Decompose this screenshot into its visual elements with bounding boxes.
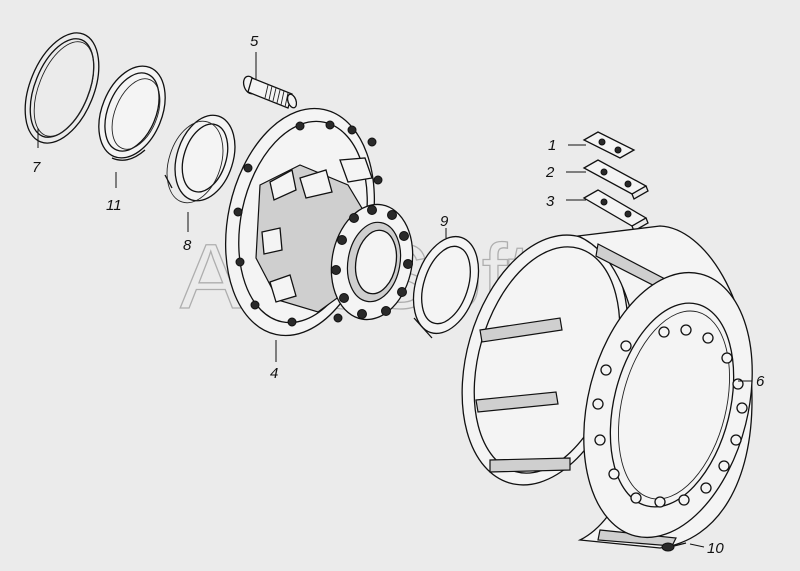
part-4-hub: [224, 107, 414, 337]
callout-7: 7: [32, 159, 41, 176]
part-1-lock-plate: [582, 131, 636, 159]
callout-3: 3: [546, 193, 555, 210]
callout-1: 1: [548, 137, 556, 154]
callout-10: 10: [707, 540, 724, 557]
part-11-oil-seal: [98, 65, 166, 161]
part-2-lock-plate: [582, 159, 649, 200]
part-6-brake-drum: [461, 225, 753, 549]
callout-4: 4: [270, 365, 278, 382]
part-10-screw: [661, 542, 687, 552]
part-7-seal-ring: [24, 32, 100, 144]
leader-lines: [37, 52, 752, 548]
callout-2: 2: [545, 164, 555, 181]
part-3-lock-plate: [582, 189, 649, 232]
callout-8: 8: [183, 237, 192, 254]
part-5-wheel-stud: [242, 75, 298, 109]
part-8-bearing-ring: [164, 114, 236, 204]
callout-9: 9: [440, 213, 449, 230]
callout-6: 6: [756, 373, 765, 390]
callout-5: 5: [250, 33, 259, 50]
callout-11: 11: [106, 197, 122, 214]
part-9-bearing-ring: [412, 235, 480, 339]
callout-labels: 7 11 8 5 4 9 1 2 3 6 10: [32, 33, 765, 557]
